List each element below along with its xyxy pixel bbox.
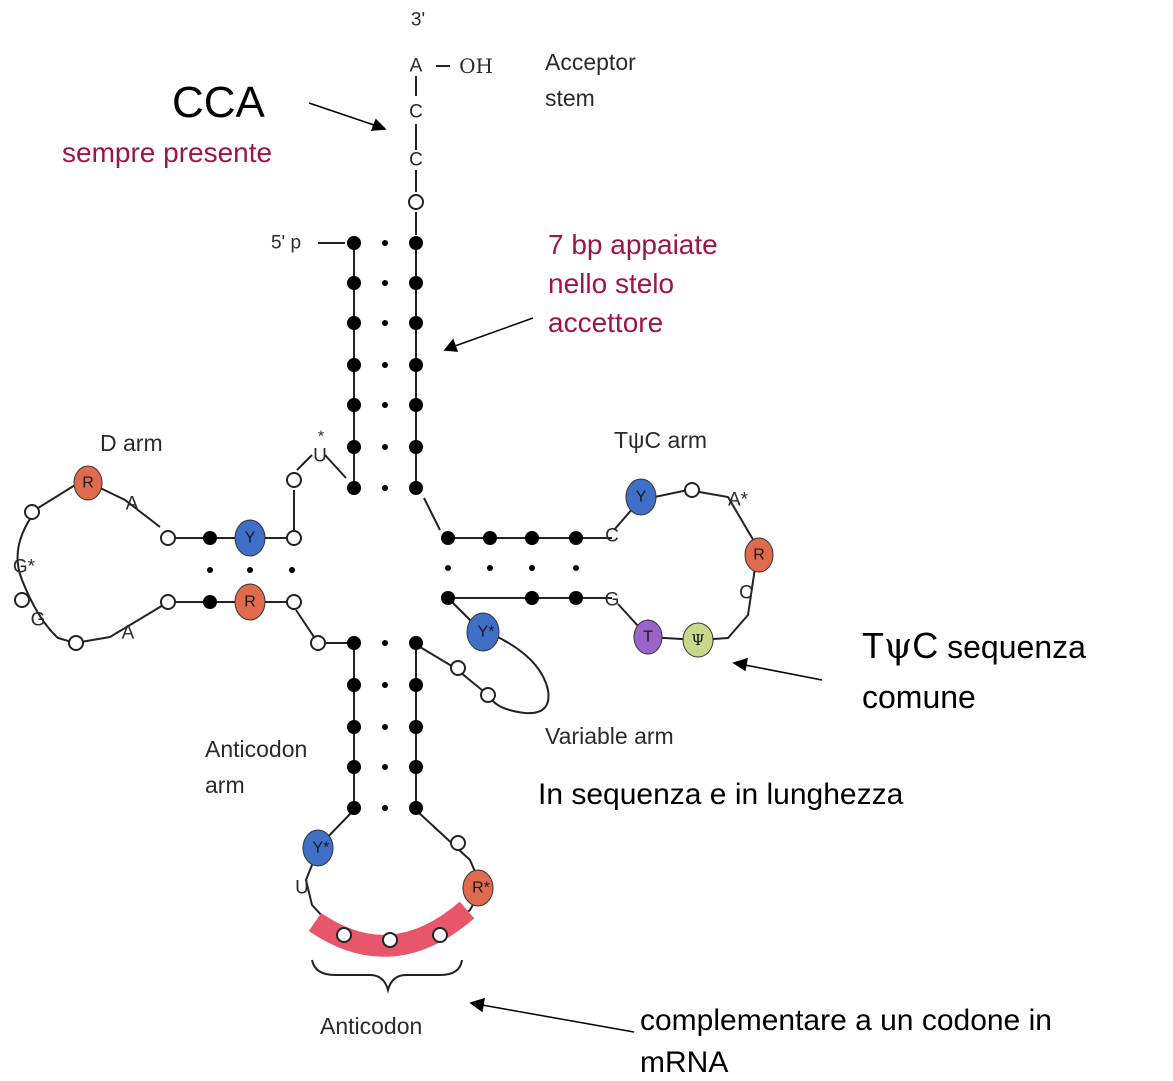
acceptor-c2: C: [409, 150, 423, 171]
base-t: [633, 619, 663, 655]
base-r-d-stem-label: R: [244, 594, 256, 611]
base-r-t-loop-label: R: [753, 547, 765, 564]
tpsic-note-line2: comune: [862, 679, 976, 715]
tpsic-note: TψC sequenza: [862, 625, 1086, 667]
base-y-d-stem-label: Y: [245, 530, 256, 547]
d-loop-g-star: G*: [13, 557, 36, 578]
anticodon-u: U: [295, 878, 309, 899]
base-r-d-loop: [73, 465, 103, 501]
variable-note: In sequenza e in lunghezza: [538, 778, 904, 811]
three-prime-label: 3': [411, 10, 425, 31]
d-arm-label: D arm: [100, 430, 163, 456]
arrow-cca: [308, 102, 375, 126]
base-r-d-stem: [234, 583, 266, 621]
tpsic-note-t: T: [862, 625, 884, 666]
hydroxyl-label: OH: [459, 54, 493, 78]
base-t-label: T: [643, 629, 653, 646]
base-y-anticodon: [302, 829, 334, 867]
base-y-variable: [466, 612, 500, 652]
d-loop-a1: A: [126, 494, 139, 515]
base-y-d-stem: [234, 519, 266, 557]
tpsic-arm-label: TψC arm: [614, 427, 707, 453]
base-psi-label: Ψ: [691, 631, 704, 649]
u-star-label: U: [313, 446, 327, 467]
cca-title: CCA: [172, 78, 266, 127]
bp-note-1: 7 bp appaiate: [548, 229, 718, 260]
base-y-t-loop: [625, 478, 657, 516]
variable-arm-label: Variable arm: [545, 723, 674, 749]
base-psi: [682, 622, 714, 658]
tpsic-note-psi: ψ: [884, 626, 912, 667]
t-stem-g: G: [605, 590, 620, 611]
anticodon-arm-label-1: Anticodon: [205, 736, 307, 762]
bp-note-2: nello stelo: [548, 268, 674, 299]
base-pair-dots: [203, 236, 583, 815]
arrow-bp: [454, 317, 534, 347]
t-loop-a-star: A*: [728, 490, 749, 511]
base-y-variable-label: Y*: [478, 624, 495, 641]
acceptor-stem-label-2: stem: [545, 85, 595, 111]
anticodon-arm-label-2: arm: [205, 772, 245, 798]
base-y-t-loop-label: Y: [636, 489, 647, 506]
backbone-bonds: [16, 65, 760, 942]
anticodon-note-1: complementare a un codone in: [640, 1004, 1052, 1037]
u-star-asterisk: *: [318, 429, 324, 446]
arrow-anticodon: [481, 1004, 635, 1033]
arrow-tpsic: [744, 664, 823, 681]
base-r-anticodon: [462, 869, 494, 907]
base-y-anticodon-label: Y*: [313, 840, 330, 857]
unpaired-nucleotides: [14, 194, 700, 948]
t-loop-c: C: [739, 583, 753, 604]
anticodon-note-2: mRNA: [640, 1046, 728, 1079]
t-stem-c: C: [605, 526, 619, 547]
d-loop-g: G: [31, 610, 46, 631]
base-r-anticodon-label: R*: [472, 880, 490, 897]
acceptor-stem-label-1: Acceptor: [545, 49, 636, 75]
tpsic-note-c: C: [912, 625, 938, 666]
annotation-arrows: [308, 102, 823, 1033]
acceptor-c1: C: [409, 102, 423, 123]
anticodon-bracket: [311, 959, 463, 994]
d-loop-a2: A: [122, 623, 135, 644]
tpsic-note-rest: sequenza: [938, 629, 1086, 665]
colored-bases: [73, 465, 774, 907]
five-prime-label: 5' p: [271, 233, 301, 254]
bp-note-3: accettore: [548, 307, 663, 338]
base-r-d-loop-label: R: [82, 475, 94, 492]
base-r-t-loop: [744, 537, 774, 573]
cca-subtitle: sempre presente: [62, 137, 272, 168]
acceptor-a: A: [410, 56, 423, 77]
anticodon-label: Anticodon: [320, 1013, 422, 1039]
